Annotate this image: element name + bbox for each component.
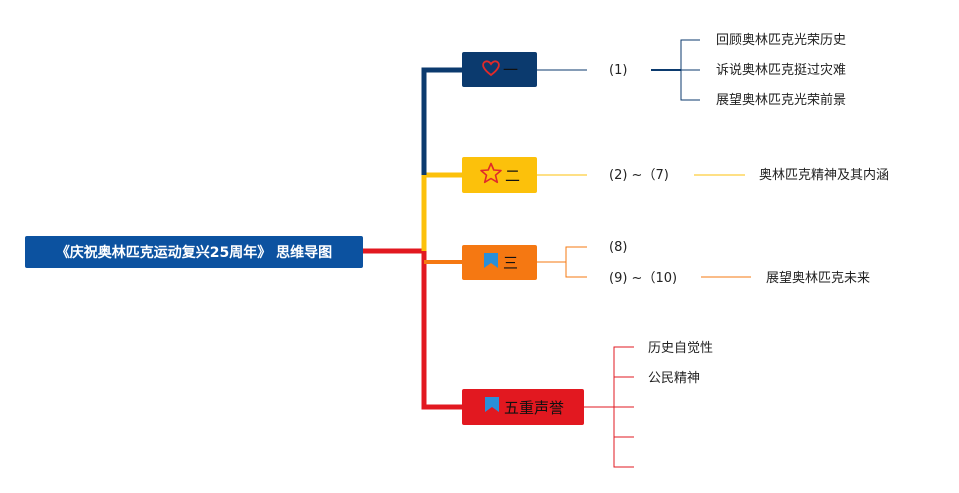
star-icon xyxy=(479,162,503,188)
sub-label-4-2[interactable]: 公民精神 xyxy=(648,371,701,386)
sub-label-4-1[interactable]: 历史自觉性 xyxy=(648,341,714,356)
heart-icon xyxy=(481,59,501,81)
sub-label-1-1[interactable]: (1) xyxy=(609,63,628,78)
branch-node-3[interactable]: 三 xyxy=(462,245,537,280)
root-title: 《庆祝奥林匹克运动复兴25周年》 思维导图 xyxy=(55,245,333,261)
leaf-label-1-1-1[interactable]: 回顾奥林匹克光荣历史 xyxy=(716,33,847,48)
branch-node-4[interactable]: 五重声誉 xyxy=(462,389,584,425)
leaf-label-1-1-3[interactable]: 展望奥林匹克光荣前景 xyxy=(716,93,847,108)
branch-label-1: 一 xyxy=(502,61,518,79)
branch-label-2: 二 xyxy=(504,166,520,185)
leaf-label-3-2-1[interactable]: 展望奥林匹克未来 xyxy=(766,271,871,286)
branch-node-1[interactable]: 一 xyxy=(462,52,537,87)
sub-label-2-1[interactable]: (2) ~（7) xyxy=(609,168,669,183)
leaf-label-2-1-1[interactable]: 奥林匹克精神及其内涵 xyxy=(759,168,890,183)
flag-icon xyxy=(481,251,501,275)
sub-label-3-2[interactable]: (9) ~（10) xyxy=(609,271,678,286)
root-node[interactable]: 《庆祝奥林匹克运动复兴25周年》 思维导图 xyxy=(25,236,363,268)
branch-node-2[interactable]: 二 xyxy=(462,157,537,193)
leaf-label-1-1-2[interactable]: 诉说奥林匹克挺过灾难 xyxy=(716,63,847,78)
sub-label-3-1[interactable]: (8) xyxy=(609,240,628,255)
branch-label-4: 五重声誉 xyxy=(503,398,564,417)
flag-icon xyxy=(482,395,502,419)
branch-label-3: 三 xyxy=(502,254,518,272)
